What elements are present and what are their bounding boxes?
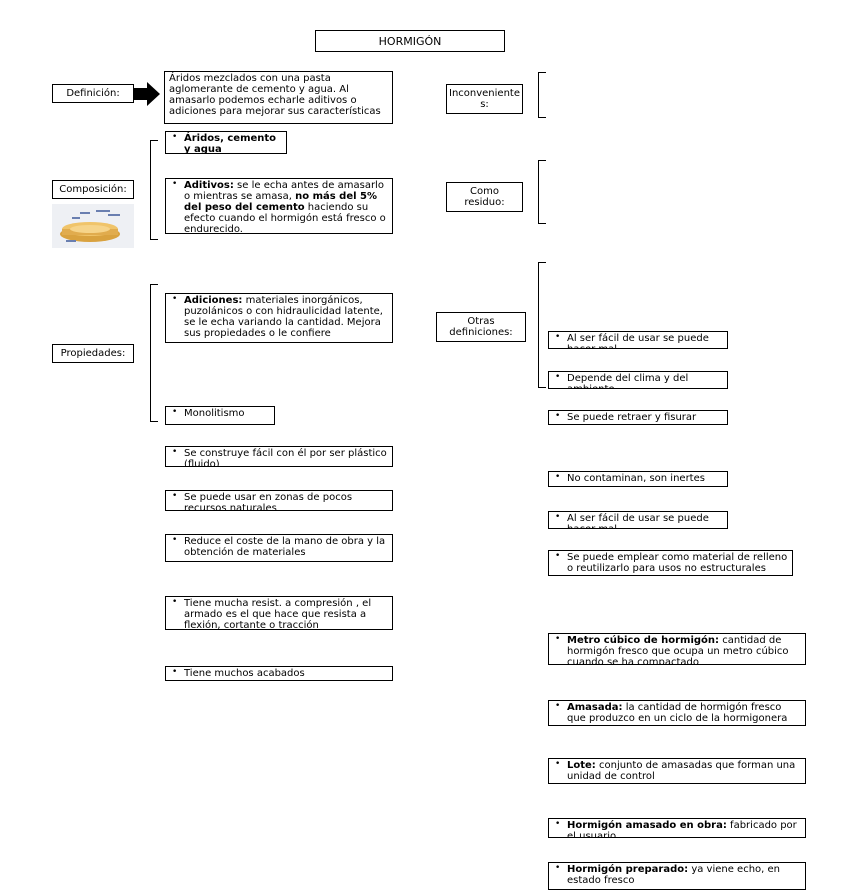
- composicion-item-1: Áridos, cemento y agua: [165, 131, 287, 154]
- residuo-item-1-text: No contaminan, son inertes: [567, 473, 705, 484]
- otras-item-2: Amasada: la cantidad de hormigón fresco …: [548, 700, 806, 726]
- composicion-item-1-bold: Áridos, cemento y agua: [184, 133, 277, 154]
- propiedades-item-5-text: Tiene mucha resist. a compresión , el ar…: [184, 598, 372, 630]
- residuo-item-2: Al ser fácil de usar se puede hacer mal: [548, 511, 728, 529]
- otras-item-2-bold: Amasada:: [567, 702, 623, 713]
- otras-label-line1: Otras: [467, 316, 495, 327]
- otras-item-5-bold: Hormigón preparado:: [567, 864, 689, 875]
- inconvenientes-label-line1: Inconveniente: [449, 88, 520, 99]
- definicion-label-box: Definición:: [52, 84, 134, 103]
- otras-item-1: Metro cúbico de hormigón: cantidad de ho…: [548, 633, 806, 665]
- propiedades-item-4: Reduce el coste de la mano de obra y la …: [165, 534, 393, 562]
- propiedades-item-3-text: Se puede usar en zonas de pocos recursos…: [184, 492, 353, 511]
- composicion-label-box: Composición:: [52, 180, 134, 199]
- composicion-item-2-bold: Aditivos:: [184, 180, 234, 191]
- residuo-item-1: No contaminan, son inertes: [548, 471, 728, 487]
- residuo-item-3: Se puede emplear como material de rellen…: [548, 550, 793, 576]
- residuo-item-2-text: Al ser fácil de usar se puede hacer mal: [567, 513, 709, 528]
- propiedades-item-4-text: Reduce el coste de la mano de obra y la …: [184, 536, 386, 558]
- composicion-item-2-text2: haciendo su efecto cuando el hormigón es…: [184, 202, 386, 234]
- inconvenientes-item-3: Se puede retraer y fisurar: [548, 410, 728, 425]
- propiedades-item-2-text: Se construye fácil con él por ser plásti…: [184, 448, 387, 467]
- arrow-right-icon: [134, 82, 160, 106]
- inconvenientes-item-1-text: Al ser fácil de usar se puede hacer mal: [567, 333, 709, 348]
- otras-brace: [538, 262, 546, 388]
- page-title: HORMIGÓN: [378, 34, 442, 48]
- title-box: HORMIGÓN: [315, 30, 505, 52]
- otras-item-5: Hormigón preparado: ya viene echo, en es…: [548, 862, 806, 890]
- composicion-item-2-text: se le echa antes de amasarlo o mientras …: [184, 180, 384, 202]
- otras-item-3: Lote: conjunto de amasadas que forman un…: [548, 758, 806, 784]
- composicion-item-3: Adiciones: materiales inorgánicos, puzol…: [165, 293, 393, 343]
- propiedades-item-6: Tiene muchos acabados: [165, 666, 393, 681]
- propiedades-label-box: Propiedades:: [52, 344, 134, 363]
- propiedades-item-3: Se puede usar en zonas de pocos recursos…: [165, 490, 393, 511]
- propiedades-item-1: Monolitismo: [165, 406, 275, 425]
- definicion-label: Definición:: [66, 88, 120, 99]
- inconvenientes-brace: [538, 72, 546, 118]
- inconvenientes-item-2-text: Depende del clima y del ambiente: [567, 373, 689, 388]
- definicion-text: Áridos mezclados con una pasta aglomeran…: [169, 73, 381, 117]
- composicion-label: Composición:: [59, 184, 127, 195]
- composicion-item-2-bold2: no más del 5% del peso del cemento: [184, 191, 377, 213]
- propiedades-item-2: Se construye fácil con él por ser plásti…: [165, 446, 393, 467]
- residuo-brace: [538, 160, 546, 224]
- definicion-text-box: Áridos mezclados con una pasta aglomeran…: [164, 71, 393, 124]
- composicion-item-2: Aditivos: se le echa antes de amasarlo o…: [165, 178, 393, 234]
- inconvenientes-label-line2: s:: [480, 99, 489, 110]
- composicion-item-3-text: materiales inorgánicos, puzolánicos o co…: [184, 295, 383, 339]
- otras-item-3-text: conjunto de amasadas que forman una unid…: [567, 760, 796, 782]
- residuo-label-line1: Como: [470, 186, 499, 197]
- inconvenientes-label-box: Inconveniente s:: [446, 84, 523, 114]
- composicion-brace: [150, 140, 158, 240]
- propiedades-item-6-text: Tiene muchos acabados: [184, 668, 305, 679]
- residuo-label-line2: residuo:: [464, 197, 505, 208]
- residuo-label-box: Como residuo:: [446, 182, 523, 212]
- otras-label-box: Otras definiciones:: [436, 312, 526, 342]
- inconvenientes-item-2: Depende del clima y del ambiente: [548, 371, 728, 389]
- otras-item-1-bold: Metro cúbico de hormigón:: [567, 635, 720, 646]
- inconvenientes-item-3-text: Se puede retraer y fisurar: [567, 412, 697, 423]
- otras-item-3-bold: Lote:: [567, 760, 596, 771]
- inconvenientes-item-1: Al ser fácil de usar se puede hacer mal: [548, 331, 728, 349]
- propiedades-item-5: Tiene mucha resist. a compresión , el ar…: [165, 596, 393, 630]
- propiedades-item-1-text: Monolitismo: [184, 408, 245, 419]
- cement-pile-image: [52, 204, 134, 248]
- composicion-item-3-bold: Adiciones:: [184, 295, 243, 306]
- propiedades-brace: [150, 284, 158, 422]
- otras-item-4: Hormigón amasado en obra: fabricado por …: [548, 818, 806, 838]
- residuo-item-3-text: Se puede emplear como material de rellen…: [567, 552, 788, 574]
- propiedades-label: Propiedades:: [60, 348, 126, 359]
- otras-item-4-bold: Hormigón amasado en obra:: [567, 820, 727, 831]
- otras-label-line2: definiciones:: [449, 327, 513, 338]
